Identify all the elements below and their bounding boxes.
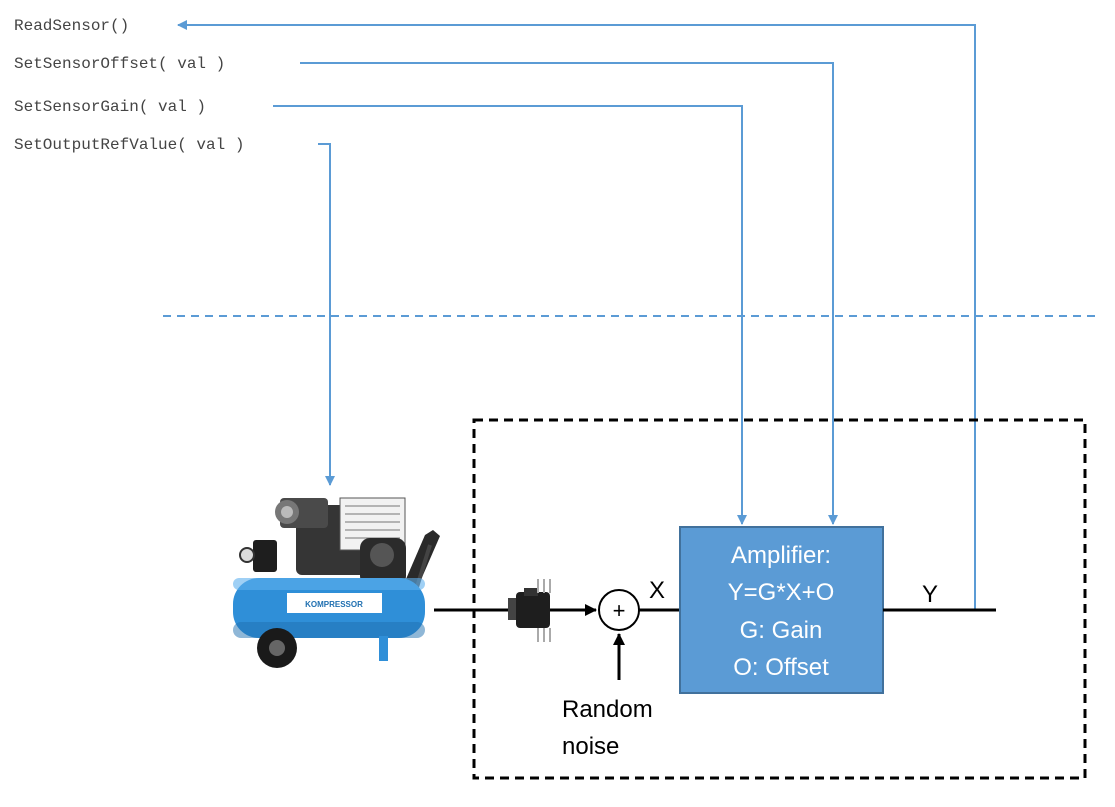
amplifier-block (679, 526, 884, 694)
compressor-brand-label: KOMPRESSOR (305, 600, 363, 609)
amplifier-title: Amplifier: (731, 542, 831, 569)
pressure-sensor-image (508, 579, 551, 642)
noise-label-line2: noise (562, 733, 619, 760)
set-offset-arrow (300, 62, 838, 525)
compressor-image: KOMPRESSOR (233, 497, 440, 668)
signal-x-label: X (649, 577, 665, 604)
amplifier-offset-label: O: Offset (733, 654, 829, 681)
api-set-sensor-offset: SetSensorOffset( val ) (14, 55, 225, 73)
amplifier-equation: Y=G*X+O (728, 579, 835, 606)
read-sensor-arrow (177, 20, 976, 610)
set-gain-arrow (273, 105, 747, 525)
summing-plus: + (613, 598, 626, 623)
api-set-output-ref-value: SetOutputRefValue( val ) (14, 136, 244, 154)
noise-label-line1: Random (562, 696, 653, 723)
system-boundary (472, 418, 1087, 780)
api-set-sensor-gain: SetSensorGain( val ) (14, 98, 206, 116)
set-output-ref-arrow (318, 143, 335, 486)
api-read-sensor: ReadSensor() (14, 17, 129, 35)
amplifier-gain-label: G: Gain (740, 617, 823, 644)
signal-y-label: Y (922, 581, 938, 608)
